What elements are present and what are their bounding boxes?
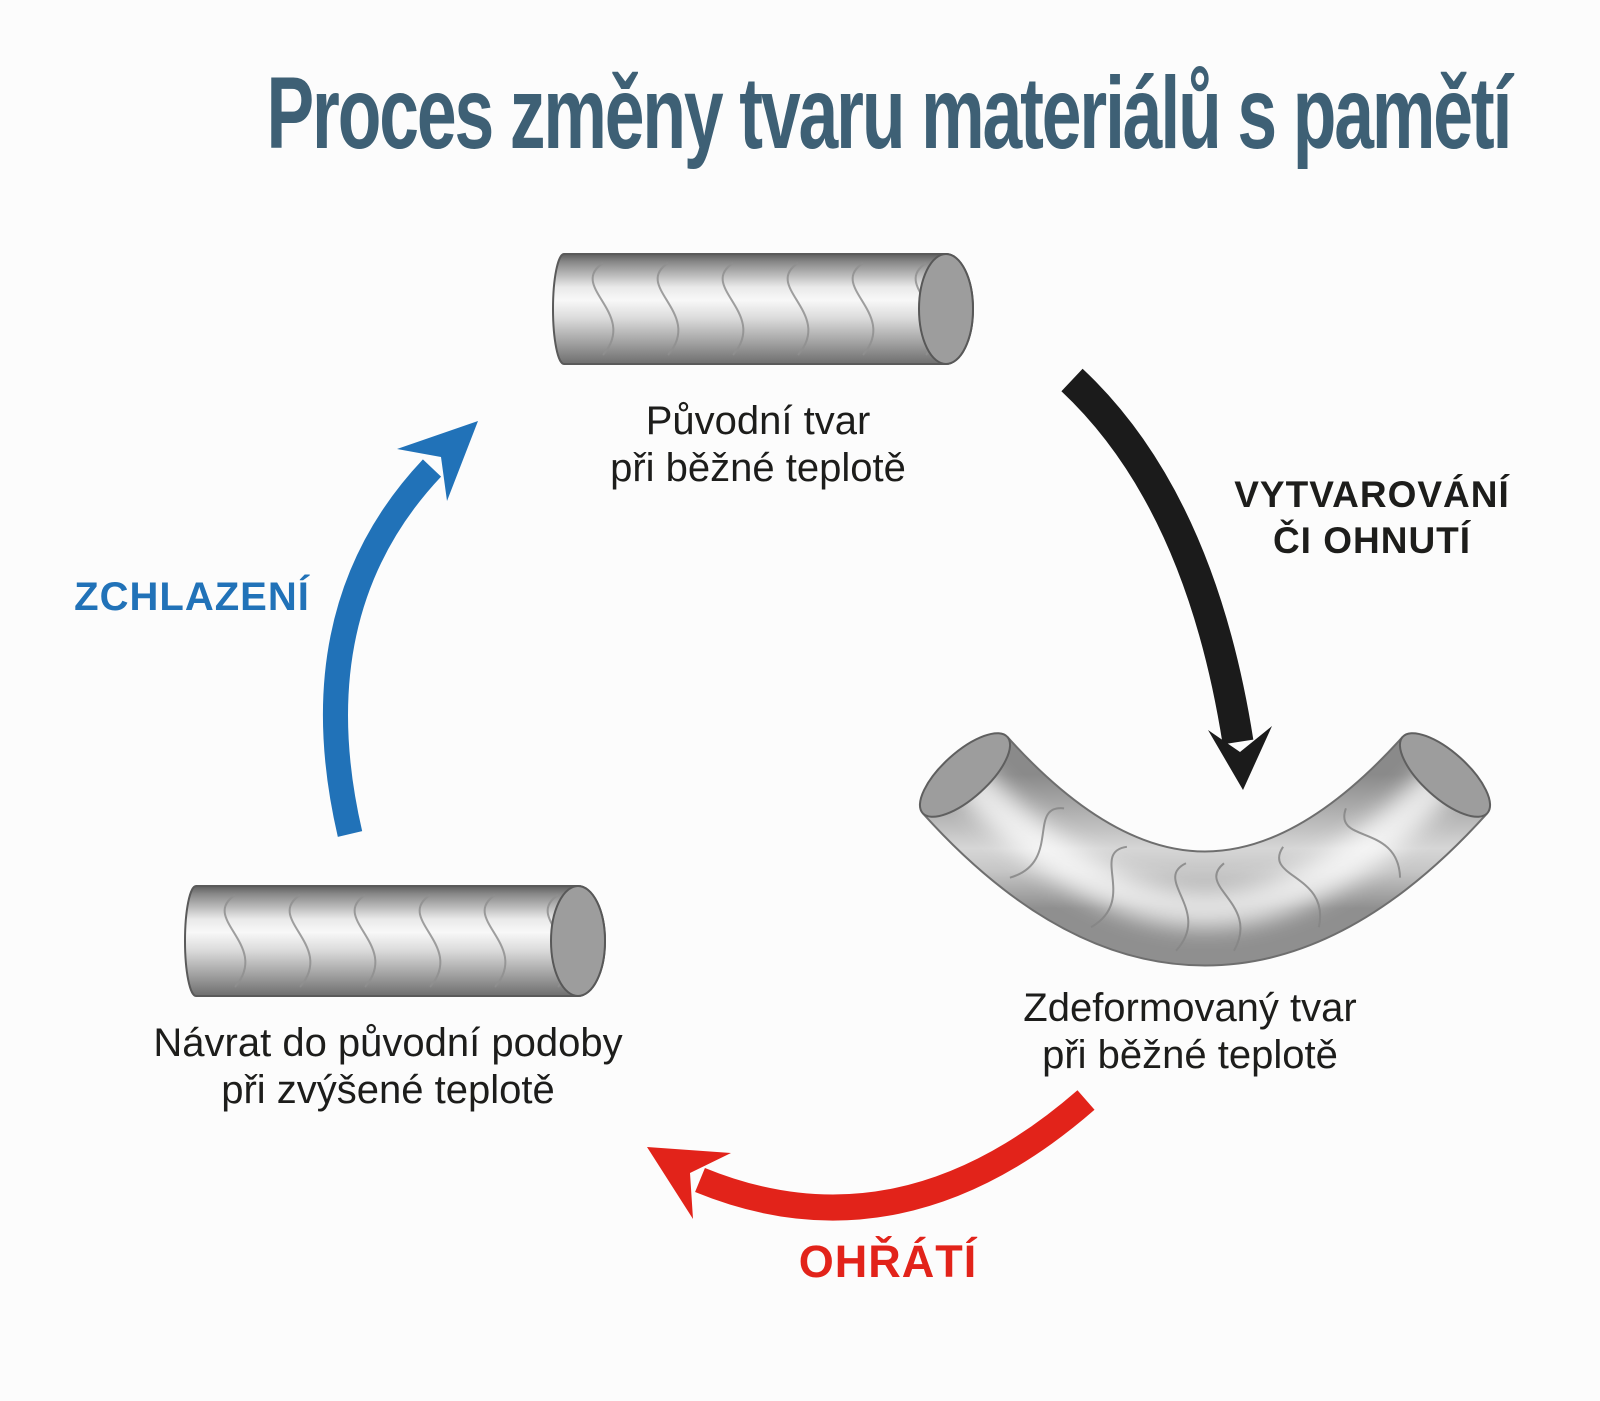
label-shaping-action: VYTVAROVÁNÍ ČI OHNUTÍ (1234, 472, 1510, 565)
page-title-text: Proces změny tvaru materiálů s pamětí (266, 56, 1513, 170)
label-deformed-line1: Zdeformovaný tvar (1023, 986, 1357, 1030)
rod-deformed (918, 732, 1492, 967)
label-shaping-line1: VYTVAROVÁNÍ (1234, 474, 1510, 515)
cooling-arrow (322, 421, 478, 837)
label-restored-shape: Návrat do původní podoby při zvýšené tep… (153, 1020, 622, 1114)
label-cooling-action: ZCHLAZENÍ (74, 575, 310, 619)
label-heating-action: OHŘÁTÍ (798, 1236, 978, 1287)
label-deformed-line2: při běžné teplotě (1042, 1033, 1338, 1078)
label-original-shape: Původní tvar při běžné teplotě (610, 398, 906, 492)
shaping-arrow (1061, 368, 1272, 790)
label-restored-line1: Návrat do původní podoby (153, 1021, 623, 1065)
label-original-line1: Původní tvar (645, 399, 871, 443)
label-shaping-line2: ČI OHNUTÍ (1272, 520, 1472, 562)
page-title: Proces změny tvaru materiálů s pamětí (0, 62, 1600, 164)
rod-restored (185, 886, 605, 996)
rod-original (553, 254, 973, 364)
label-original-line2: při běžné teplotě (610, 446, 906, 491)
label-restored-line2: při zvýšené teplotě (221, 1068, 555, 1113)
label-deformed-shape: Zdeformovaný tvar při běžné teplotě (1023, 985, 1356, 1079)
heating-arrow (647, 1090, 1095, 1221)
